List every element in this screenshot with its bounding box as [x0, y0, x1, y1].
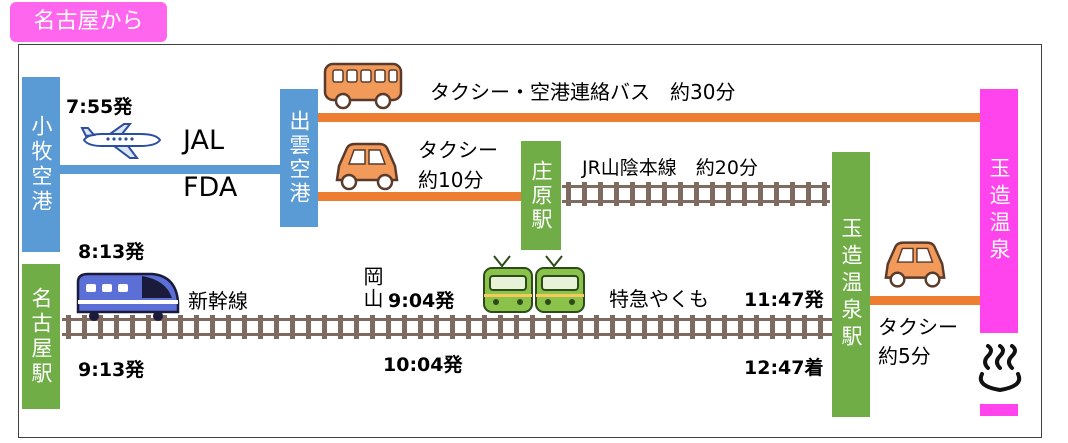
- airline-fda: FDA: [183, 172, 238, 203]
- destination-onsen-label: 玉造温泉: [987, 157, 1011, 265]
- shinkansen-depart-2: 9:13発: [78, 359, 145, 381]
- jr-sanin-label: JR山陰本線 約20分: [582, 157, 758, 179]
- taxi-icon: [335, 142, 399, 191]
- airline-jal: JAL: [183, 125, 225, 156]
- shinkansen-icon: [76, 272, 180, 321]
- destination-tamatsukuri-onsen: 玉造温泉: [980, 89, 1018, 333]
- station-shobara-label: 庄原駅: [529, 159, 553, 232]
- taxi-onsen-label-2: 約5分: [878, 344, 931, 368]
- shinkansen-label: 新幹線: [188, 289, 248, 313]
- station-komaki-airport: 小牧空港: [22, 77, 60, 252]
- station-izumo-airport: 出雲空港: [280, 89, 318, 227]
- jr-sanin-track: [562, 182, 830, 206]
- main-rail-track: [62, 315, 832, 339]
- taxi-onsen-label-1: タクシー: [878, 315, 958, 339]
- station-komaki-label: 小牧空港: [29, 114, 53, 215]
- airplane-icon: [80, 123, 162, 159]
- express-train-icon: [483, 255, 585, 313]
- bus-route-label: タクシー・空港連絡バス 約30分: [430, 80, 736, 104]
- station-tamatsukuri: 玉造温泉駅: [832, 152, 870, 417]
- arrive-time-2: 12:47着: [744, 357, 824, 379]
- station-shobara: 庄原駅: [521, 141, 561, 250]
- shinkansen-depart-1: 8:13発: [78, 241, 145, 263]
- air-depart-time: 7:55発: [66, 96, 133, 118]
- hot-spring-icon: [978, 344, 1022, 393]
- taxi-izumo-route-line: [316, 192, 522, 201]
- arrive-time-1: 11:47発: [744, 289, 824, 311]
- diagram-frame: [18, 44, 1042, 438]
- bus-icon: [323, 62, 403, 110]
- header-tab: 名古屋から: [10, 2, 167, 42]
- okayama-depart-1: 9:04発: [388, 290, 455, 312]
- station-nagoya-label: 名古屋駅: [29, 286, 53, 387]
- air-route-line: [58, 165, 283, 174]
- station-tamatsukuri-label: 玉造温泉駅: [839, 217, 863, 352]
- taxi-icon: [884, 241, 946, 288]
- station-nagoya: 名古屋駅: [22, 264, 60, 409]
- taxi-izumo-label-1: タクシー: [418, 138, 498, 162]
- taxi-onsen-route-line: [870, 296, 980, 305]
- limited-express-label: 特急やくも: [609, 287, 709, 311]
- okayama-depart-2: 10:04発: [383, 354, 463, 376]
- onsen-bottom-bar: [980, 404, 1018, 416]
- taxi-izumo-label-2: 約10分: [418, 168, 484, 192]
- station-izumo-label: 出雲空港: [287, 110, 311, 206]
- okayama-label: 岡山: [360, 266, 384, 310]
- bus-route-line: [316, 113, 980, 122]
